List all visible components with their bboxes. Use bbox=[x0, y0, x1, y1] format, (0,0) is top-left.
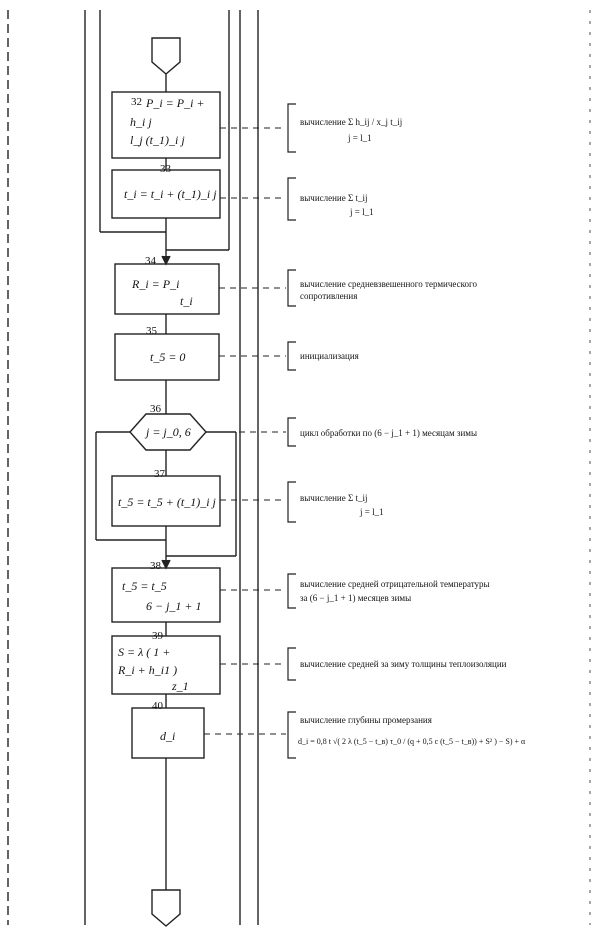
block-34-formula-line-2: t_i bbox=[180, 294, 193, 308]
arrow-38 bbox=[161, 559, 171, 570]
connector-bottom bbox=[151, 889, 181, 927]
block-34-number: 34 bbox=[145, 255, 156, 267]
block-39-formula-line-3: z_1 bbox=[172, 679, 189, 693]
block-35-number: 35 bbox=[146, 325, 157, 337]
note-38-line-2: за (6 − j_1 + 1) месяцев зимы bbox=[300, 593, 412, 603]
note-34-line-2: сопротивления bbox=[300, 291, 358, 301]
block-33-formula: t_i = t_i + (t_1)_i j bbox=[124, 187, 217, 201]
block-38-formula-line-2: 6 − j_1 + 1 bbox=[146, 599, 202, 613]
note-38-line-1: вычисление средней отрицательной темпера… bbox=[300, 579, 490, 589]
note-34-line-1: вычисление средневзвешенного термическог… bbox=[300, 279, 477, 289]
block-38-number: 38 bbox=[150, 560, 161, 572]
block-36-formula: j = j_0, 6 bbox=[146, 425, 191, 439]
note-32-line-2: j = l_1 bbox=[348, 133, 372, 143]
note-39: вычисление средней за зиму толщины тепло… bbox=[300, 659, 507, 669]
block-40-formula: d_i bbox=[160, 729, 176, 743]
note-32-line-1: вычисление Σ h_ij / x_j t_ij bbox=[300, 117, 403, 127]
block-37-formula: t_5 = t_5 + (t_1)_i j bbox=[118, 495, 216, 509]
block-39-formula-line-2: R_i + h_i1 ) bbox=[118, 663, 178, 677]
block-32-formula-line-1: P_i = P_i + bbox=[146, 96, 205, 110]
block-34-formula-line-1: R_i = P_i bbox=[132, 277, 180, 291]
block-39-number: 39 bbox=[152, 630, 163, 642]
note-33-line-2: j = l_1 bbox=[350, 207, 374, 217]
block-38-box bbox=[111, 567, 221, 623]
block-39-formula-line-1: S = λ ( 1 + bbox=[118, 645, 171, 659]
note-37-line-2: j = l_1 bbox=[360, 507, 384, 517]
block-40-number: 40 bbox=[152, 700, 163, 712]
block-32-number: 32 bbox=[131, 96, 142, 108]
block-38-formula-line-1: t_5 = t_5 bbox=[122, 579, 167, 593]
annotation-brackets bbox=[287, 103, 296, 759]
arrow-34 bbox=[161, 255, 171, 266]
block-32-formula-line-3: l_j (t_1)_i j bbox=[130, 133, 185, 147]
block-35-box bbox=[114, 333, 220, 381]
block-34-box bbox=[114, 263, 220, 315]
note-37-line-1: вычисление Σ t_ij bbox=[300, 493, 368, 503]
block-35-formula: t_5 = 0 bbox=[150, 350, 186, 364]
block-32-formula-line-2: h_i j bbox=[130, 115, 152, 129]
note-35: инициализация bbox=[300, 351, 359, 361]
note-40-line-1: вычисление глубины промерзания bbox=[300, 715, 432, 725]
note-40-line-2: d_i = 0,8 t √( 2 λ (t_5 − t_в) τ_0 / (q … bbox=[298, 737, 526, 746]
connector-top bbox=[151, 37, 181, 75]
block-36-number: 36 bbox=[150, 403, 161, 415]
block-33-number: 33 bbox=[160, 163, 171, 175]
note-36: цикл обработки по (6 − j_1 + 1) месяцам … bbox=[300, 428, 478, 438]
block-40-box bbox=[131, 707, 205, 759]
block-37-number: 37 bbox=[154, 468, 165, 480]
note-33-line-1: вычисление Σ t_ij bbox=[300, 193, 368, 203]
